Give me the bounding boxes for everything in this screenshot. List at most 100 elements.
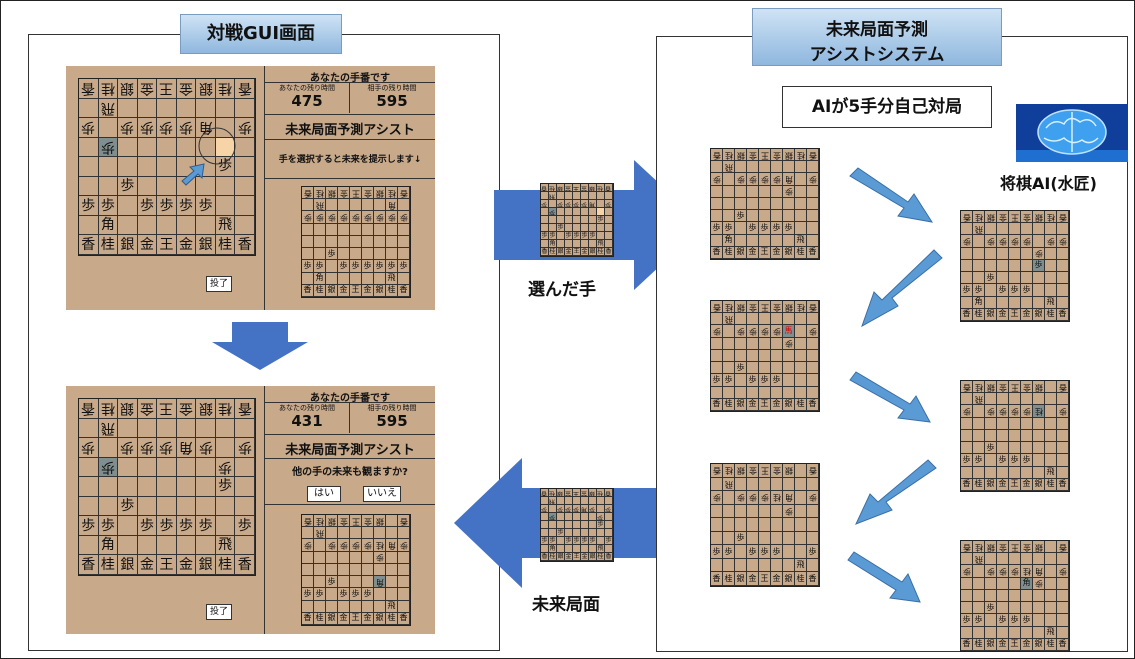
- board-square: [581, 216, 589, 224]
- board-square: [795, 518, 807, 532]
- shogi-piece: 桂: [218, 400, 233, 417]
- board-square: 桂: [973, 381, 985, 394]
- ai-self-play-box: AIが5手分自己対局: [782, 86, 992, 128]
- board-square: 桂: [386, 284, 398, 297]
- board-square: 香: [807, 246, 819, 259]
- board-square: [350, 551, 362, 564]
- board-square: 歩: [747, 545, 759, 559]
- board-square: [98, 157, 119, 177]
- board-square: 歩: [589, 505, 597, 513]
- board-square: [350, 576, 362, 589]
- shogi-piece: 桂: [597, 248, 604, 255]
- shogi-piece: 銀: [198, 556, 213, 573]
- board-square: [1045, 393, 1057, 406]
- shogi-board-main[interactable]: 香桂銀金王金銀桂香飛歩歩歩歩角歩歩歩歩歩歩歩歩歩歩歩歩歩角飛香桂銀金王金銀桂香: [78, 398, 256, 576]
- board-square: [735, 197, 747, 211]
- shogi-piece: 歩: [760, 546, 769, 556]
- board-square: 桂: [386, 612, 398, 625]
- shogi-piece: 歩: [120, 178, 135, 195]
- board-square: 歩: [565, 537, 573, 545]
- board-square: [597, 497, 605, 505]
- board-square: [985, 589, 997, 603]
- board-square: 歩: [747, 491, 759, 505]
- board-square: [573, 521, 581, 529]
- resign-button[interactable]: 投了: [206, 276, 232, 292]
- board-square: 桂: [549, 553, 557, 561]
- board-square: 金: [1021, 638, 1033, 651]
- shogi-piece: 桂: [724, 150, 733, 160]
- shogi-piece: 歩: [998, 614, 1007, 624]
- board-square: [795, 531, 807, 546]
- board-square: [1021, 466, 1033, 479]
- board-square: 歩: [807, 325, 819, 338]
- shogi-piece: 桂: [974, 639, 983, 649]
- resign-button[interactable]: 投了: [206, 604, 232, 620]
- shogi-piece: 香: [808, 399, 817, 409]
- shogi-piece: 王: [573, 248, 580, 255]
- no-button[interactable]: いいえ: [363, 486, 401, 502]
- board-square: [985, 577, 997, 590]
- shogi-piece: 香: [1058, 309, 1067, 319]
- board-square: [807, 222, 819, 235]
- board-square: 歩: [985, 442, 997, 455]
- yes-button[interactable]: はい: [307, 486, 341, 502]
- board-square: 王: [1009, 541, 1021, 554]
- board-square: 歩: [1009, 405, 1021, 418]
- shogi-piece: 歩: [760, 222, 769, 232]
- shogi-piece: 角: [179, 439, 194, 456]
- board-square: [137, 457, 158, 478]
- board-square: 桂: [973, 541, 985, 554]
- board-square: 歩: [961, 614, 973, 627]
- board-square: [973, 259, 985, 273]
- board-square: [723, 185, 735, 198]
- shogi-piece: 王: [760, 573, 769, 583]
- shogi-piece: 銀: [198, 400, 213, 417]
- board-square: [235, 535, 255, 556]
- board-square: 金: [1021, 381, 1033, 394]
- board-square: 銀: [374, 187, 386, 200]
- board-square: [795, 504, 807, 519]
- board-square: [79, 215, 99, 236]
- board-square: [362, 199, 374, 212]
- board-square: 歩: [98, 516, 119, 536]
- board-square: [997, 223, 1009, 236]
- board-square: 歩: [961, 284, 973, 297]
- shogi-piece: 金: [339, 285, 348, 295]
- board-square: [581, 497, 589, 505]
- board-square: 桂: [1045, 478, 1057, 491]
- board-square: 歩: [215, 457, 236, 478]
- board-square: [589, 545, 597, 553]
- board-square: [605, 545, 613, 553]
- shogi-piece: 香: [962, 382, 971, 392]
- board-square: 桂: [1045, 638, 1057, 651]
- shogi-piece: 桂: [218, 556, 233, 573]
- board-square: [374, 248, 386, 261]
- board-square: 銀: [118, 235, 138, 255]
- board-square: [338, 600, 350, 613]
- board-square: [157, 137, 177, 158]
- shogi-board-main[interactable]: 香桂銀金王金銀桂香飛歩歩歩歩歩角歩歩歩歩歩歩歩歩歩歩角飛香桂銀金王金銀桂香: [78, 78, 256, 256]
- shogi-piece: 香: [712, 466, 721, 476]
- shogi-piece: 歩: [772, 327, 781, 337]
- board-square: [759, 313, 771, 326]
- board-square: [1057, 614, 1069, 627]
- board-square: 桂: [98, 79, 119, 99]
- shogi-piece: 歩: [1034, 260, 1043, 270]
- board-square: [386, 248, 398, 261]
- board-square: 銀: [735, 464, 747, 478]
- shogi-piece: 金: [139, 556, 154, 573]
- board-square: [795, 464, 807, 478]
- board-square: [338, 248, 350, 261]
- board-square: 歩: [771, 374, 783, 387]
- board-square: 歩: [137, 438, 158, 458]
- board-square: [386, 588, 398, 601]
- shogi-piece: 歩: [557, 505, 564, 513]
- shogi-piece: 歩: [375, 553, 384, 563]
- board-square: [386, 576, 398, 589]
- board-square: [118, 98, 138, 119]
- board-square: 金: [137, 555, 158, 575]
- board-square: 香: [1057, 308, 1069, 321]
- board-square: 飛: [549, 497, 557, 505]
- board-square: 王: [759, 149, 771, 162]
- board-square: [137, 137, 158, 158]
